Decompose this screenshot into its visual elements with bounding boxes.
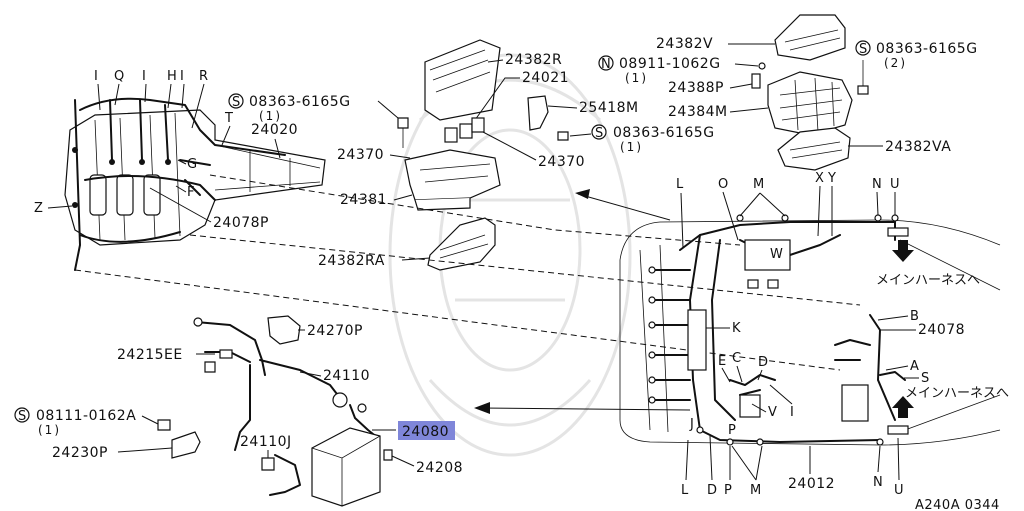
- engine-letter-i2: I: [142, 69, 146, 84]
- note-to-main-harness-1: メインハーネスへ: [876, 273, 980, 288]
- part-24270p: [267, 315, 301, 345]
- selected-part-highlight: [398, 421, 455, 440]
- label-08111-0162a[interactable]: 08111-0162A: [36, 408, 136, 424]
- cabin-letter-k: K: [732, 321, 741, 336]
- label-24078p[interactable]: 24078P: [213, 215, 269, 231]
- marker-s-circle-d: [14, 407, 30, 423]
- label-24270p[interactable]: 24270P: [307, 323, 363, 339]
- cabin-letter-d-bot: D: [707, 483, 717, 498]
- label-24208[interactable]: 24208: [416, 460, 463, 476]
- battery-group: [157, 315, 393, 507]
- cabin-letter-u-top: U: [890, 177, 900, 192]
- cabin-letter-j: J: [689, 417, 694, 432]
- label-24110j[interactable]: 24110J: [240, 434, 292, 450]
- cabin-letter-i-mid: I: [790, 405, 794, 420]
- part-24382v: [774, 14, 846, 61]
- cabin-letter-v: V: [768, 405, 777, 420]
- engine-letter-t: T: [224, 111, 233, 126]
- cabin-letter-l-top: L: [676, 177, 684, 192]
- marker-s-a: S: [232, 95, 240, 110]
- cabin-letter-p-mid: P: [728, 423, 736, 438]
- cabin-letter-a: A: [910, 359, 919, 374]
- cabin-letter-l-bot: L: [681, 483, 689, 498]
- label-24384m[interactable]: 24384M: [668, 104, 728, 120]
- cabin-letter-y: Y: [827, 171, 836, 186]
- marker-s-circle-c: [855, 40, 871, 56]
- cabin-letter-w: W: [770, 247, 783, 262]
- label-08363-6165g-c[interactable]: 08363-6165G: [876, 41, 978, 57]
- marker-s-d: S: [18, 409, 26, 424]
- label-24370-b[interactable]: 24370: [538, 154, 585, 170]
- cabin-letter-c: C: [732, 351, 741, 366]
- marker-s-circle-a: [228, 93, 244, 109]
- marker-s-b: S: [595, 126, 603, 141]
- cabin-letter-x: X: [815, 171, 824, 186]
- engine-letter-z: Z: [34, 201, 43, 216]
- cabin-letter-n-top: N: [872, 177, 882, 192]
- part-24381-bracket: [404, 149, 501, 201]
- label-24370-a[interactable]: 24370: [337, 147, 384, 163]
- qty-08111-0162a: (1): [38, 423, 61, 437]
- cabin-letter-u-bot: U: [894, 483, 904, 498]
- label-25418m[interactable]: 25418M: [579, 100, 639, 116]
- label-24382v[interactable]: 24382V: [656, 36, 713, 52]
- qty-08911-1062g: (1): [625, 71, 648, 85]
- label-24080[interactable]: 24080: [402, 424, 449, 440]
- label-24382va[interactable]: 24382VA: [885, 139, 951, 155]
- watermark-emblem: [388, 53, 632, 457]
- cabin-harness-group: [619, 214, 1001, 446]
- engine-letter-h: H: [167, 69, 177, 84]
- engine-letter-r: R: [199, 69, 208, 84]
- label-24021[interactable]: 24021: [522, 70, 569, 86]
- label-24078[interactable]: 24078: [918, 322, 965, 338]
- label-24381[interactable]: 24381: [340, 192, 387, 208]
- note-to-main-harness-2: メインハーネスへ: [905, 386, 1009, 401]
- part-25418m: [527, 95, 549, 131]
- cabin-letter-d-mid: D: [758, 355, 768, 370]
- guide-lines: [74, 174, 861, 414]
- label-24382r[interactable]: 24382R: [505, 52, 562, 68]
- engine-harness-group: I Q I H I R T G F Z: [34, 69, 326, 271]
- marker-n: N: [601, 57, 611, 72]
- diagram-code: A240A 0344: [915, 498, 1000, 511]
- label-24215ee[interactable]: 24215EE: [117, 347, 183, 363]
- label-24020[interactable]: 24020: [251, 122, 298, 138]
- engine-letter-i1: I: [94, 69, 98, 84]
- qty-08363-6165g-a: (1): [259, 109, 282, 123]
- engine-letter-f: F: [187, 185, 194, 200]
- label-08363-6165g-b[interactable]: 08363-6165G: [613, 125, 715, 141]
- part-24382r-cover: [424, 39, 501, 121]
- engine-letter-q: Q: [114, 69, 124, 84]
- cabin-letter-m-top: M: [753, 177, 764, 192]
- cabin-letter-p-bot: P: [724, 483, 732, 498]
- qty-08363-6165g-b: (1): [620, 140, 643, 154]
- label-24382ra[interactable]: 24382RA: [318, 253, 385, 269]
- part-24384m: [767, 71, 853, 136]
- cabin-letter-m-bot: M: [750, 483, 761, 498]
- battery-box: [311, 427, 381, 507]
- qty-08363-6165g-c: (2): [884, 56, 907, 70]
- cabin-letter-b: B: [910, 309, 919, 324]
- label-24230p[interactable]: 24230P: [52, 445, 108, 461]
- label-08363-6165g-a[interactable]: 08363-6165G: [249, 94, 351, 110]
- part-24382va: [777, 127, 851, 171]
- cabin-letter-o-top: O: [718, 177, 728, 192]
- label-24388p[interactable]: 24388P: [668, 80, 724, 96]
- cabin-letter-e: E: [718, 354, 726, 369]
- marker-n-circle: [598, 55, 614, 71]
- cabin-letter-n-bot: N: [873, 475, 883, 490]
- cabin-letter-s: S: [921, 371, 929, 386]
- marker-s-c: S: [859, 42, 867, 57]
- label-24012[interactable]: 24012: [788, 476, 835, 492]
- engine-letter-i3: I: [180, 69, 184, 84]
- label-08911-1062g[interactable]: 08911-1062G: [619, 56, 721, 72]
- part-24382ra: [427, 217, 496, 271]
- label-24110[interactable]: 24110: [323, 368, 370, 384]
- marker-s-circle-b: [591, 124, 607, 140]
- engine-letter-g: G: [187, 157, 197, 172]
